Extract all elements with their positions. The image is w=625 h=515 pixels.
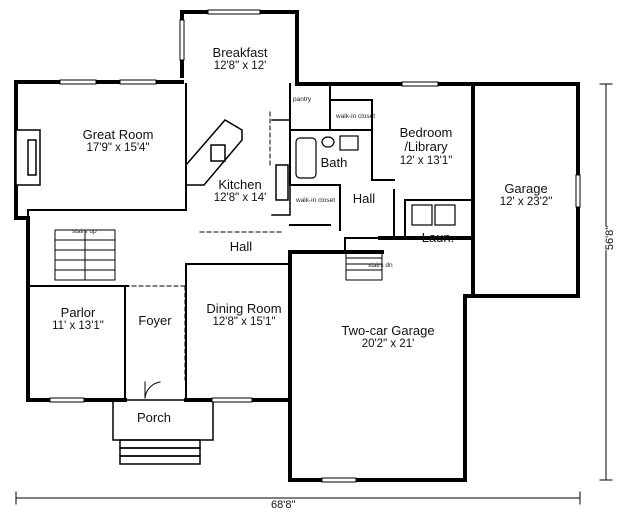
front-door: [144, 381, 161, 399]
room-dimensions: 11' x 13'1": [52, 320, 104, 333]
overall-width-label: 68'8": [268, 499, 299, 511]
room-label-great-room: Great Room 17'9" x 15'4": [82, 127, 154, 155]
room-dimensions: 12'8" x 14': [213, 192, 267, 205]
room-name-line2: /Library: [404, 139, 448, 155]
room-name: Garage: [504, 181, 548, 196]
room-label-hall-upper: Hall: [352, 191, 376, 206]
room-label-bedroom: Bedroom /Library 12' x 13'1": [399, 125, 453, 167]
room-name: Parlor: [60, 305, 96, 320]
room-name: Dining Room: [206, 301, 282, 316]
room-name: Porch: [137, 410, 171, 425]
room-name: Great Room: [82, 127, 154, 142]
windows: [49, 9, 581, 483]
room-label-laundry: Laun.: [421, 230, 455, 245]
room-name: Kitchen: [218, 177, 262, 192]
fireplace: [15, 129, 41, 186]
room-label-foyer: Foyer: [138, 313, 172, 328]
room-dimensions: 12' x 23'2": [499, 196, 553, 209]
room-dimensions: 12' x 13'1": [399, 154, 453, 167]
room-name: Foyer: [138, 313, 172, 328]
room-label-hall-lower: Hall: [229, 239, 253, 254]
laundry-appliances: [411, 204, 456, 226]
kitchen-island: [185, 119, 243, 186]
walk-in-closet-label-1: walk-in closet: [336, 113, 376, 120]
room-name: Bedroom: [399, 125, 453, 140]
exterior-walls: [14, 10, 580, 482]
room-label-two-car-garage: Two-car Garage 20'2" x 21': [341, 323, 435, 351]
room-label-breakfast: Breakfast 12'8" x 12': [212, 45, 268, 73]
kitchen-counter: [271, 119, 291, 216]
room-label-bath: Bath: [320, 155, 348, 170]
stairs-down: [345, 251, 383, 281]
walk-in-closet-label-2: walk-in closet: [296, 197, 336, 204]
room-dimensions: 20'2" x 21': [361, 338, 415, 351]
room-label-dining: Dining Room 12'8" x 15'1": [206, 301, 282, 329]
room-name: Breakfast: [212, 45, 268, 60]
room-dimensions: 17'9" x 15'4": [86, 142, 150, 155]
room-label-porch: Porch: [137, 410, 171, 425]
dimension-lines: [15, 83, 613, 505]
room-name: Two-car Garage: [341, 323, 435, 338]
stairs-down-label: stairs dn: [368, 262, 393, 269]
stairs-up: [54, 229, 116, 281]
room-name: Hall: [229, 239, 253, 254]
bath-fixtures: [295, 135, 359, 179]
dashed-openings: [124, 99, 283, 381]
room-name: Hall: [352, 191, 376, 206]
pantry-label: pantry: [293, 96, 312, 103]
room-label-garage: Garage 12' x 23'2": [499, 181, 553, 209]
room-label-kitchen: Kitchen 12'8" x 14': [213, 177, 267, 205]
porch: [112, 399, 214, 465]
overall-depth-label: 56'8": [604, 225, 617, 251]
room-name: Laun.: [421, 230, 455, 245]
room-dimensions: 12'8" x 12': [213, 60, 267, 73]
room-label-parlor: Parlor 11' x 13'1": [52, 305, 104, 333]
room-name: Bath: [320, 155, 348, 170]
stairs-up-label: stairs up: [72, 228, 97, 235]
room-dimensions: 12'8" x 15'1": [212, 316, 276, 329]
